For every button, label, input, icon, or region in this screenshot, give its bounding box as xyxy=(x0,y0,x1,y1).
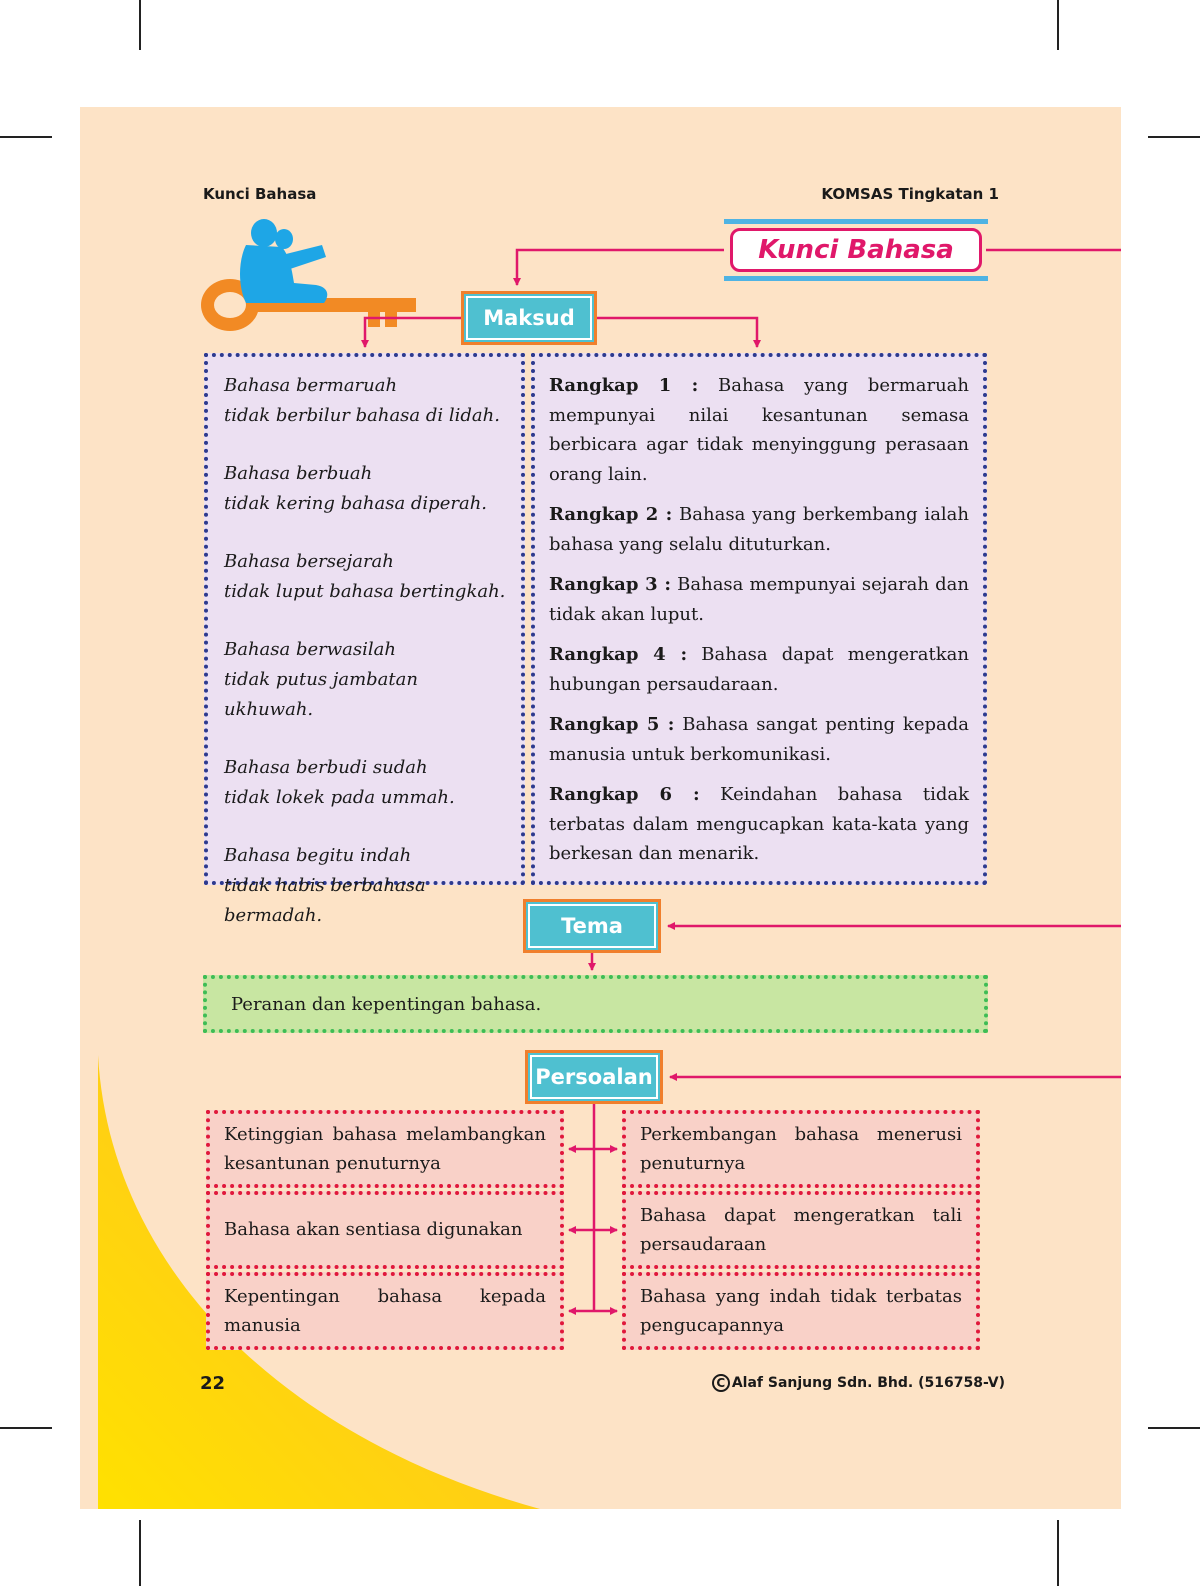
explanation-item: Rangkap 4 : Bahasa dapat mengeratkan hub… xyxy=(549,640,969,699)
copyright-symbol: C xyxy=(711,1374,730,1392)
crop-mark xyxy=(0,136,52,138)
issue-box: Kepentingan bahasa kepada manusia xyxy=(206,1272,564,1350)
explanation-label: Rangkap 5 : xyxy=(549,714,675,735)
explanation-text: Bahasa dapat mengeratkan hubungan persau… xyxy=(549,644,969,695)
issue-box: Bahasa yang indah tidak terbatas penguca… xyxy=(622,1272,980,1350)
issue-box: Perkembangan bahasa menerusi penuturnya xyxy=(622,1110,980,1188)
poem-line: tidak berbilur bahasa di lidah. xyxy=(224,405,500,426)
poem-stanza: Bahasa berwasilah tidak putus jambatan u… xyxy=(224,635,511,725)
title-box: Kunci Bahasa xyxy=(730,228,982,272)
crop-mark xyxy=(1057,0,1059,50)
poem-line: Bahasa bersejarah xyxy=(224,551,394,572)
poem-line: Bahasa begitu indah xyxy=(224,845,412,866)
copyright-text: Alaf Sanjung Sdn. Bhd. (516758-V) xyxy=(731,1375,1005,1391)
section-tag-persoalan: Persoalan xyxy=(525,1050,663,1104)
theme-box: Peranan dan kepentingan bahasa. xyxy=(203,975,988,1033)
explanation-item: Rangkap 1 : Bahasa yang bermaruah mempun… xyxy=(549,371,969,489)
reading-figure-icon xyxy=(240,219,328,303)
issue-text: Perkembangan bahasa menerusi penuturnya xyxy=(640,1123,962,1175)
poem-line: tidak putus jambatan ukhuwah. xyxy=(224,669,418,720)
explanation-item: Rangkap 6 : Keindahan bahasa tidak terba… xyxy=(549,780,969,869)
explanation-text: Bahasa sangat penting kepada manusia unt… xyxy=(549,714,969,765)
crop-mark xyxy=(1057,1520,1059,1586)
explanation-text: Bahasa yang berkembang ialah bahasa yang… xyxy=(549,504,970,555)
poem-line: tidak lokek pada ummah. xyxy=(224,787,455,808)
explanation-label: Rangkap 3 : xyxy=(549,574,671,595)
explanation-label: Rangkap 2 : xyxy=(549,504,673,525)
document-page: Kunci Bahasa KOMSAS Tingkatan 1 Kunci Ba… xyxy=(80,107,1121,1509)
theme-text: Peranan dan kepentingan bahasa. xyxy=(231,993,542,1015)
explanation-item: Rangkap 5 : Bahasa sangat penting kepada… xyxy=(549,710,969,769)
poem-line: tidak habis berbahasa bermadah. xyxy=(224,875,426,926)
poem-stanza: Bahasa begitu indah tidak habis berbahas… xyxy=(224,841,511,931)
poem-line: Bahasa berbudi sudah xyxy=(224,757,428,778)
explanation-item: Rangkap 3 : Bahasa mempunyai sejarah dan… xyxy=(549,570,969,629)
poem-line: Bahasa berbuah xyxy=(224,463,373,484)
section-tag-tema: Tema xyxy=(523,899,661,953)
explanation-label: Rangkap 1 : xyxy=(549,375,699,396)
issue-box: Bahasa akan sentiasa digunakan xyxy=(206,1191,564,1269)
crop-mark xyxy=(139,1520,141,1586)
page-title: Kunci Bahasa xyxy=(758,235,954,265)
meaning-box: Rangkap 1 : Bahasa yang bermaruah mempun… xyxy=(531,353,987,885)
issue-text: Bahasa yang indah tidak terbatas penguca… xyxy=(640,1285,962,1337)
explanation-item: Rangkap 2 : Bahasa yang berkembang ialah… xyxy=(549,500,969,559)
poem-line: Bahasa berwasilah xyxy=(224,639,396,660)
issue-box: Ketinggian bahasa melambangkan kesantuna… xyxy=(206,1110,564,1188)
poem-line: tidak luput bahasa bertingkah. xyxy=(224,581,506,602)
poem-line: tidak kering bahasa diperah. xyxy=(224,493,488,514)
crop-mark xyxy=(139,0,141,50)
explanation-label: Rangkap 6 : xyxy=(549,784,700,805)
page-number: 22 xyxy=(200,1373,226,1394)
issue-text: Kepentingan bahasa kepada manusia xyxy=(224,1285,546,1337)
poem-stanza: Bahasa bermaruah tidak berbilur bahasa d… xyxy=(224,371,511,431)
issue-text: Bahasa akan sentiasa digunakan xyxy=(224,1219,523,1241)
poem-stanza: Bahasa berbuah tidak kering bahasa diper… xyxy=(224,459,511,519)
key-illustration xyxy=(201,219,416,331)
explanation-text: Keindahan bahasa tidak terbatas dalam me… xyxy=(549,784,970,864)
crop-mark xyxy=(1148,136,1200,138)
explanation-text: Bahasa yang bermaruah mempunyai nilai ke… xyxy=(549,375,969,485)
issue-box: Bahasa dapat mengeratkan tali persaudara… xyxy=(622,1191,980,1269)
crop-mark xyxy=(0,1427,52,1429)
poem-line: Bahasa bermaruah xyxy=(224,375,398,396)
poem-stanza: Bahasa berbudi sudah tidak lokek pada um… xyxy=(224,753,511,813)
issue-text: Ketinggian bahasa melambangkan kesantuna… xyxy=(224,1123,546,1175)
crop-mark xyxy=(1148,1427,1200,1429)
section-tag-maksud: Maksud xyxy=(461,291,597,345)
explanation-text: Bahasa mempunyai sejarah dan tidak akan … xyxy=(549,574,969,625)
poem-stanza: Bahasa bersejarah tidak luput bahasa ber… xyxy=(224,547,511,607)
running-header-left: Kunci Bahasa xyxy=(203,185,317,203)
running-header-right: KOMSAS Tingkatan 1 xyxy=(821,185,999,203)
explanation-label: Rangkap 4 : xyxy=(549,644,688,665)
poem-box: Bahasa bermaruah tidak berbilur bahasa d… xyxy=(204,353,525,926)
issue-text: Bahasa dapat mengeratkan tali persaudara… xyxy=(640,1204,962,1256)
title-banner: Kunci Bahasa xyxy=(724,219,988,281)
